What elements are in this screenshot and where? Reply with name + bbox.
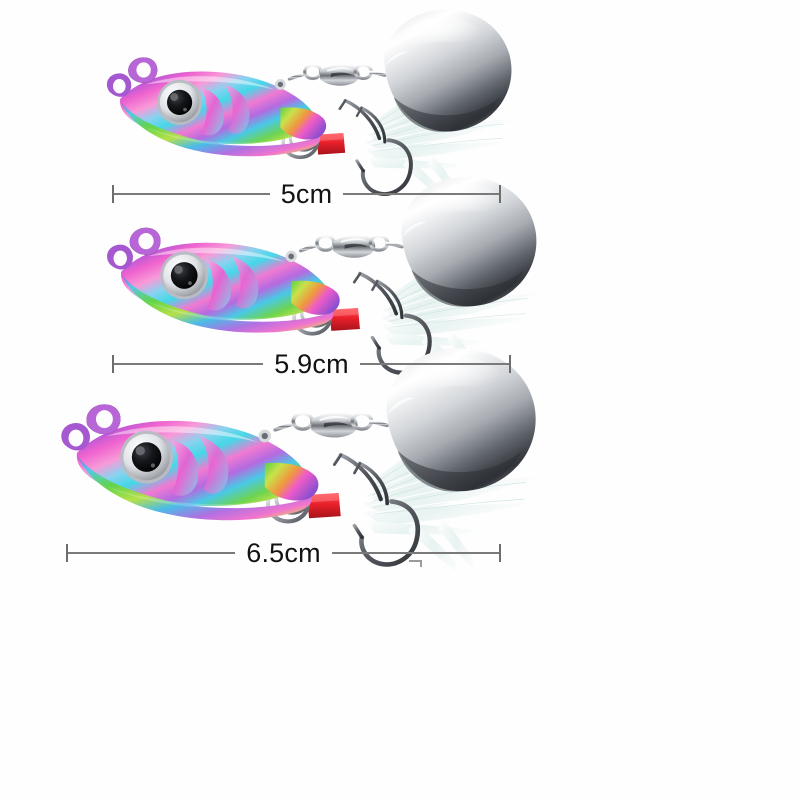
- dimension-cap-left: [112, 185, 114, 203]
- dimension-rule-right: [359, 363, 509, 365]
- dimension-line-5-9cm: 5.9cm: [112, 349, 511, 379]
- dimension-label: 6.5cm: [246, 537, 321, 568]
- dimension-cap-right: [499, 185, 502, 203]
- dimension-cap-right: [509, 355, 511, 373]
- dimension-rule-right: [331, 552, 499, 554]
- dimension-cap-left: [66, 544, 68, 562]
- dimension-rule-left: [114, 193, 270, 195]
- stray-mark: [409, 560, 422, 567]
- dimension-line-6-5cm: 6.5cm: [66, 538, 501, 568]
- dimension-cap-right: [499, 544, 501, 562]
- dimension-label: 5cm: [280, 178, 333, 209]
- dimension-rule-left: [68, 552, 236, 554]
- dimension-label: 5.9cm: [274, 348, 349, 379]
- dimension-rule-right: [343, 193, 500, 195]
- dimension-cap-left: [112, 355, 114, 373]
- dimension-rule-left: [114, 363, 264, 365]
- dimension-line-5cm: 5cm: [112, 178, 502, 209]
